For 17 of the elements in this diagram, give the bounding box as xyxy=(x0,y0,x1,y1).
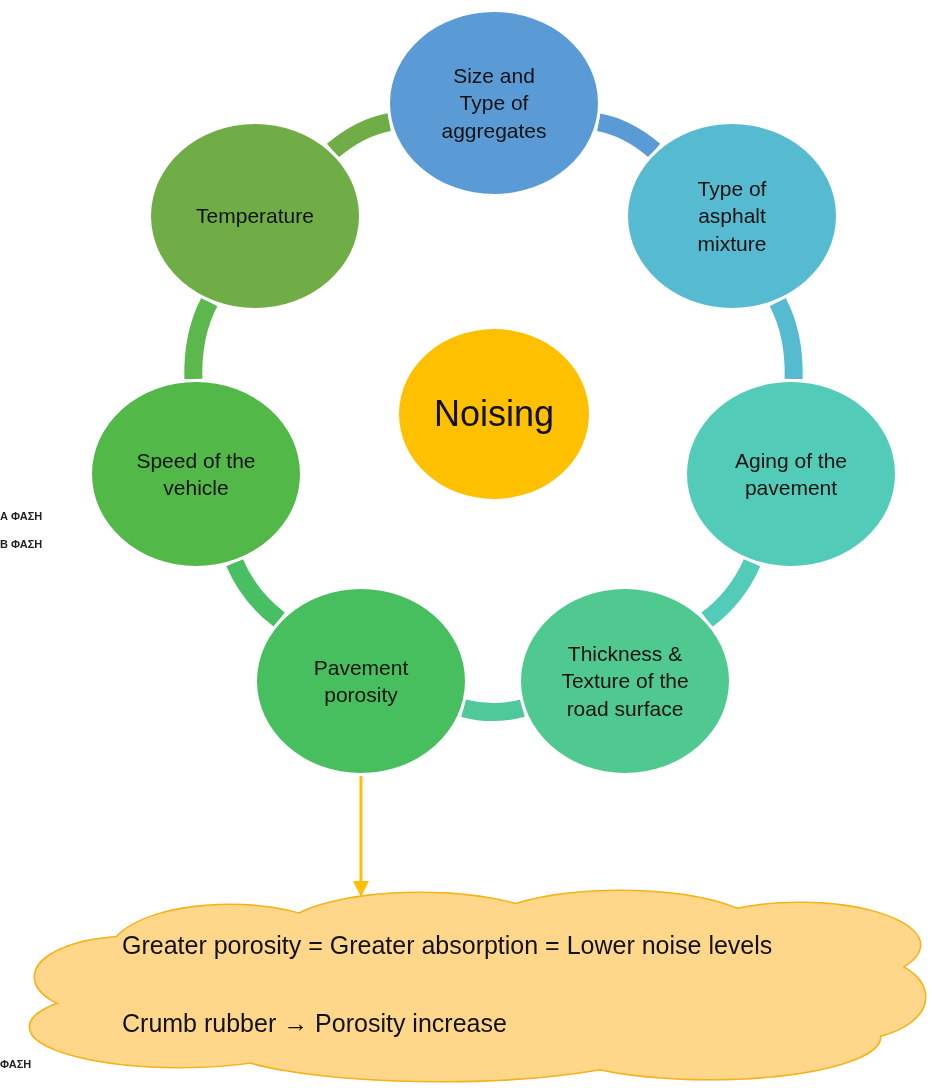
node-label: Thickness & Texture of the road surface xyxy=(560,641,690,722)
arrow xyxy=(353,776,369,897)
cloud-text: Greater porosity = Greater absorption = Lower noise levels xyxy=(122,931,773,960)
node-label: Noising xyxy=(432,391,556,436)
node-label: Pavement porosity xyxy=(312,654,410,708)
side-label: ΦΑΣΗ xyxy=(0,1058,32,1070)
node-label: Speed of the vehicle xyxy=(135,447,257,501)
ring-segment xyxy=(327,113,392,158)
ring-segment xyxy=(596,113,661,158)
node-label: Type of asphalt mixture xyxy=(696,176,768,257)
side-label: Α ΦΑΣΗ xyxy=(0,510,43,522)
node-label: Aging of the pavement xyxy=(733,447,849,501)
cloud-text: Crumb rubber → Porosity increase xyxy=(122,1009,507,1038)
side-label: Β ΦΑΣΗ xyxy=(0,538,43,550)
ring-segment xyxy=(461,699,525,722)
node-label: Size and Type of aggregates xyxy=(440,63,548,144)
node-label: Temperature xyxy=(195,203,315,230)
